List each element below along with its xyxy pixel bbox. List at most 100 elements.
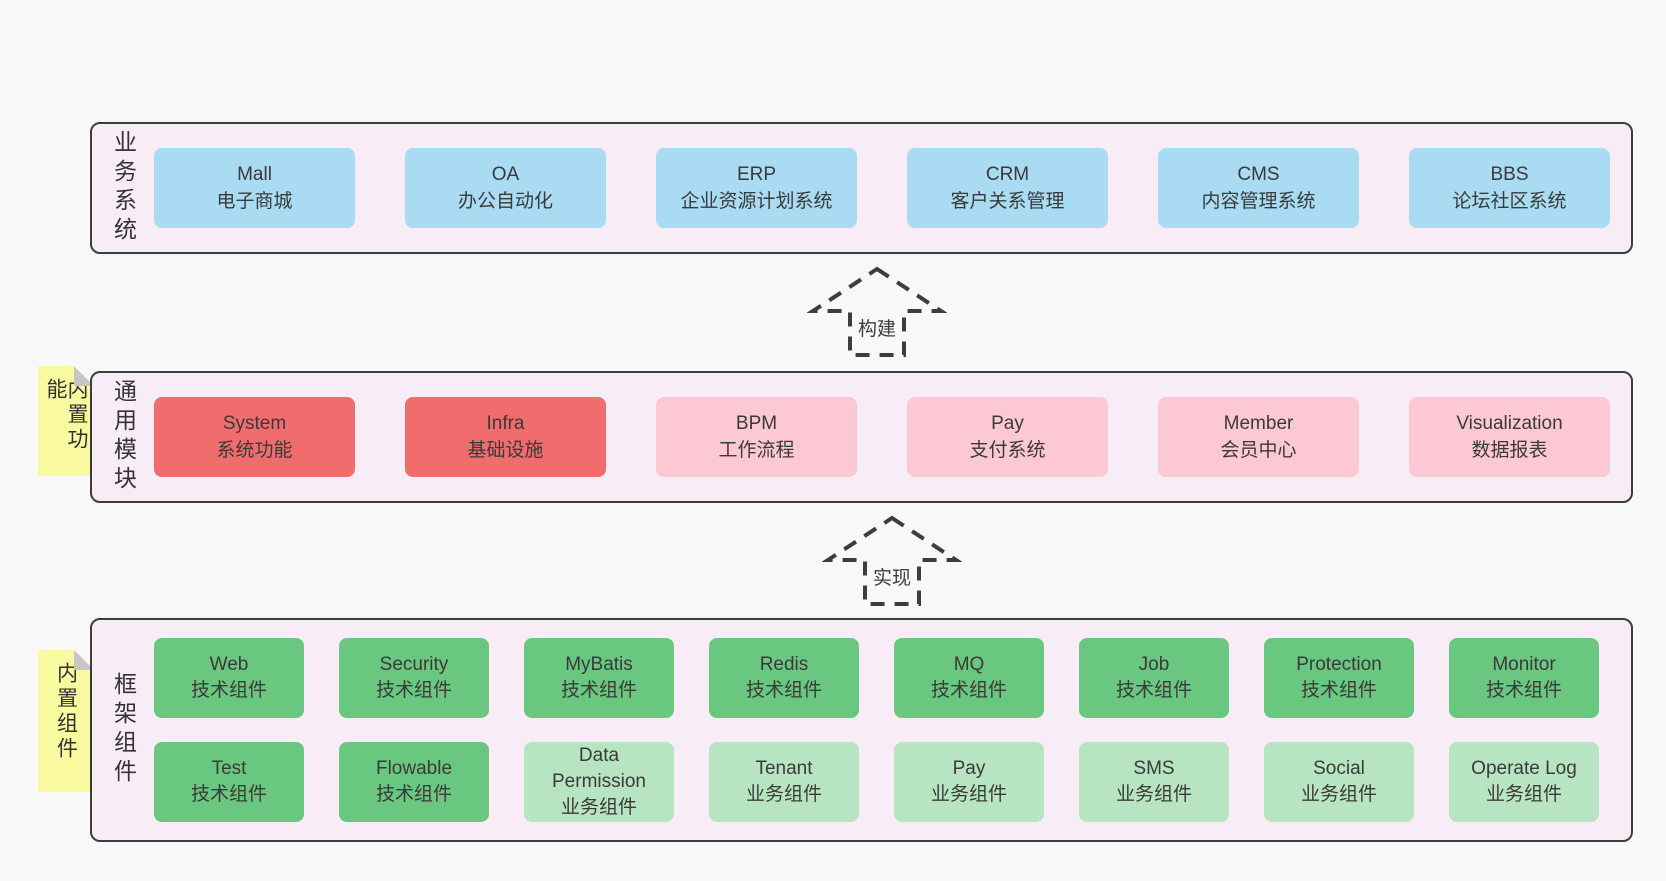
box-pay-component: Pay 业务组件 — [894, 742, 1044, 822]
box-subtitle: 技术组件 — [1300, 680, 1377, 701]
box-title: MQ — [953, 654, 985, 675]
business-boxes-row: Mall 电子商城 OA 办公自动化 ERP 企业资源计划系统 CRM 客户关系… — [154, 124, 1631, 252]
box-title: Job — [1138, 654, 1170, 675]
box-title: Data Permission — [552, 745, 646, 792]
component-boxes-grid: Web 技术组件 Security 技术组件 MyBatis 技术组件 Redi… — [154, 620, 1631, 840]
box-subtitle: 技术组件 — [190, 784, 267, 805]
box-data-permission: Data Permission 业务组件 — [524, 742, 674, 822]
common-modules-band: 通用模块 System 系统功能 Infra 基础设施 BPM 工作流程 Pay… — [90, 371, 1633, 503]
box-title: Member — [1223, 413, 1294, 434]
box-subtitle: 业务组件 — [1300, 784, 1377, 805]
band-label-business: 业务系统 — [110, 130, 137, 246]
box-oa: OA 办公自动化 — [405, 148, 606, 228]
box-title: Protection — [1296, 654, 1382, 675]
box-web: Web 技术组件 — [154, 638, 304, 718]
box-title: MyBatis — [565, 654, 633, 675]
box-subtitle: 业务组件 — [745, 784, 822, 805]
box-erp: ERP 企业资源计划系统 — [656, 148, 857, 228]
box-title: Flowable — [375, 758, 453, 779]
box-subtitle: 业务组件 — [1485, 784, 1562, 805]
box-subtitle: 支付系统 — [969, 440, 1046, 461]
box-subtitle: 业务组件 — [1115, 784, 1192, 805]
box-infra: Infra 基础设施 — [405, 397, 606, 477]
box-monitor: Monitor 技术组件 — [1449, 638, 1599, 718]
box-subtitle: 业务组件 — [930, 784, 1007, 805]
box-subtitle: 内容管理系统 — [1201, 191, 1316, 212]
box-subtitle: 会员中心 — [1220, 440, 1297, 461]
dashed-up-arrow-icon — [822, 515, 962, 606]
box-flowable: Flowable 技术组件 — [339, 742, 489, 822]
box-bpm: BPM 工作流程 — [656, 397, 857, 477]
box-title: Security — [379, 654, 449, 675]
box-title: System — [222, 413, 287, 434]
sticky-note-builtin-features: 内置功能 — [38, 366, 94, 476]
arrow-label: 构建 — [857, 319, 896, 340]
box-subtitle: 数据报表 — [1471, 440, 1548, 461]
box-subtitle: 技术组件 — [375, 680, 452, 701]
box-sms: SMS 业务组件 — [1079, 742, 1229, 822]
component-row-2: Test 技术组件 Flowable 技术组件 Data Permission … — [154, 742, 1599, 822]
box-title: Infra — [486, 413, 525, 434]
box-operate-log: Operate Log 业务组件 — [1449, 742, 1599, 822]
box-subtitle: 基础设施 — [467, 440, 544, 461]
box-title: CRM — [985, 164, 1030, 185]
box-mall: Mall 电子商城 — [154, 148, 355, 228]
box-member: Member 会员中心 — [1158, 397, 1359, 477]
box-title: Social — [1313, 758, 1365, 779]
box-subtitle: 技术组件 — [745, 680, 822, 701]
box-social: Social 业务组件 — [1264, 742, 1414, 822]
box-subtitle: 技术组件 — [560, 680, 637, 701]
box-title: Operate Log — [1471, 758, 1577, 779]
box-subtitle: 系统功能 — [216, 440, 293, 461]
box-title: Pay — [952, 758, 986, 779]
box-title: Monitor — [1492, 654, 1556, 675]
box-crm: CRM 客户关系管理 — [907, 148, 1108, 228]
sticky-note-builtin-components: 内置组件 — [38, 650, 94, 792]
box-system: System 系统功能 — [154, 397, 355, 477]
box-subtitle: 技术组件 — [1485, 680, 1562, 701]
sticky-note-text: 内置功能 — [44, 378, 88, 453]
box-tenant: Tenant 业务组件 — [709, 742, 859, 822]
box-subtitle: 业务组件 — [560, 797, 637, 818]
box-subtitle: 论坛社区系统 — [1452, 191, 1567, 212]
box-test: Test 技术组件 — [154, 742, 304, 822]
box-title: Redis — [759, 654, 809, 675]
box-subtitle: 技术组件 — [375, 784, 452, 805]
box-title: ERP — [736, 164, 777, 185]
box-mybatis: MyBatis 技术组件 — [524, 638, 674, 718]
box-subtitle: 工作流程 — [718, 440, 795, 461]
box-title: SMS — [1133, 758, 1175, 779]
box-title: Web — [209, 654, 249, 675]
framework-components-band: 框架组件 Web 技术组件 Security 技术组件 MyBatis 技术组件… — [90, 618, 1633, 842]
component-row-1: Web 技术组件 Security 技术组件 MyBatis 技术组件 Redi… — [154, 638, 1599, 718]
arrow-implement: 实现 — [822, 515, 962, 607]
business-systems-band: 业务系统 Mall 电子商城 OA 办公自动化 ERP 企业资源计划系统 CRM… — [90, 122, 1633, 254]
box-mq: MQ 技术组件 — [894, 638, 1044, 718]
module-boxes-row: System 系统功能 Infra 基础设施 BPM 工作流程 Pay 支付系统… — [154, 373, 1631, 501]
box-subtitle: 技术组件 — [930, 680, 1007, 701]
box-title: Pay — [991, 413, 1024, 434]
arrow-label: 实现 — [872, 568, 911, 589]
box-title: CMS — [1237, 164, 1280, 185]
box-subtitle: 技术组件 — [190, 680, 267, 701]
box-pay-module: Pay 支付系统 — [907, 397, 1108, 477]
box-security: Security 技术组件 — [339, 638, 489, 718]
box-title: Mall — [237, 164, 272, 185]
box-subtitle: 电子商城 — [216, 191, 293, 212]
box-title: Visualization — [1456, 413, 1563, 434]
box-subtitle: 企业资源计划系统 — [680, 191, 833, 212]
box-visualization: Visualization 数据报表 — [1409, 397, 1610, 477]
box-title: OA — [491, 164, 520, 185]
box-title: BPM — [735, 413, 778, 434]
band-label-modules: 通用模块 — [110, 379, 137, 495]
box-redis: Redis 技术组件 — [709, 638, 859, 718]
box-bbs: BBS 论坛社区系统 — [1409, 148, 1610, 228]
box-title: Test — [211, 758, 247, 779]
box-subtitle: 技术组件 — [1115, 680, 1192, 701]
box-title: BBS — [1490, 164, 1529, 185]
box-cms: CMS 内容管理系统 — [1158, 148, 1359, 228]
band-label-components: 框架组件 — [110, 672, 137, 788]
box-job: Job 技术组件 — [1079, 638, 1229, 718]
box-subtitle: 客户关系管理 — [950, 191, 1065, 212]
